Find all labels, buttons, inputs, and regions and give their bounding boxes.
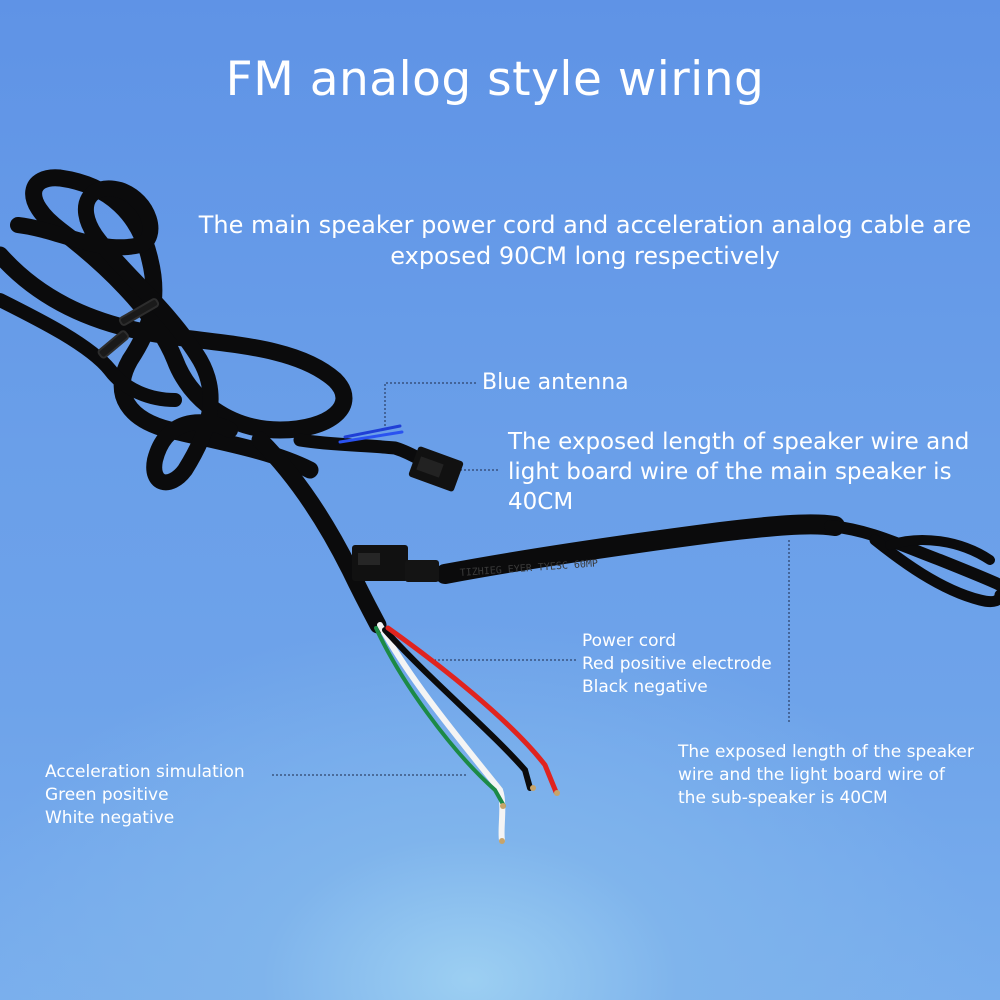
- white-negative-line: White negative: [45, 808, 175, 828]
- blue-antenna-wires: [338, 424, 404, 444]
- power-and-acceleration-wires: [374, 622, 560, 844]
- acceleration-label: Acceleration simulation Green positive W…: [45, 761, 245, 830]
- acceleration-simulation-line: Acceleration simulation: [45, 762, 245, 782]
- cable-tie-2: [118, 298, 160, 326]
- green-positive-line: Green positive: [45, 785, 169, 805]
- sub-speaker-wire-label: The exposed length of the speaker wire a…: [678, 742, 974, 808]
- red-positive-line: Red positive electrode: [582, 654, 772, 674]
- power-cord-label: Power cord Red positive electrode Black …: [582, 630, 772, 699]
- blue-antenna-label: Blue antenna: [482, 370, 629, 395]
- sub-speaker-connector: [352, 545, 439, 582]
- cable-length-note: The main speaker power cord and accelera…: [198, 211, 972, 270]
- black-negative-line: Black negative: [582, 677, 708, 697]
- cable-tie-1: [97, 330, 130, 359]
- leader-antenna: [384, 382, 478, 430]
- page-title: FM analog style wiring: [225, 52, 765, 107]
- power-cord-line: Power cord: [582, 631, 677, 651]
- main-speaker-connector: [408, 446, 464, 492]
- main-speaker-wire-label: The exposed length of speaker wire and l…: [508, 429, 970, 515]
